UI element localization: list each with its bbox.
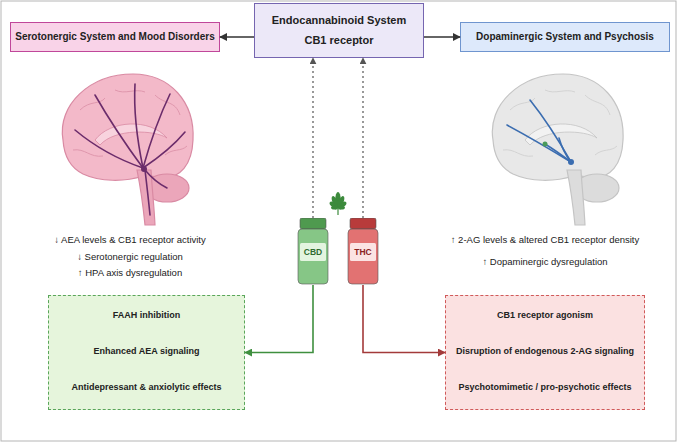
raphe-nucleus <box>141 166 147 172</box>
leaflet <box>336 195 346 209</box>
pathway-line <box>559 138 571 162</box>
mechanism-panel: CB1 receptor agonismDisruption of endoge… <box>445 295 645 410</box>
mechanism-panel: FAAH inhibitionEnhanced AEA signalingAnt… <box>48 295 245 410</box>
system-box: Dopaminergic System and Psychosis <box>460 22 670 52</box>
brainstem <box>567 170 585 225</box>
leaf-stem <box>337 208 338 215</box>
leaflet <box>335 192 341 208</box>
brain-illustration <box>62 74 193 225</box>
connector-arrow <box>312 58 313 218</box>
bottle-label: CBD <box>297 247 329 257</box>
bottle-cap <box>300 218 326 229</box>
cerebellum <box>145 174 189 202</box>
leaflet <box>338 205 345 209</box>
pathway-line <box>143 132 185 168</box>
striatum-dot <box>543 142 548 147</box>
step-text: FAAH inhibition <box>49 310 244 321</box>
pathway-line <box>143 94 170 168</box>
box-subheading: CB1 receptor <box>304 34 373 47</box>
pathway-line <box>95 95 143 168</box>
cannabis-leaf <box>328 192 347 215</box>
annotation: ↑ Dopaminergic dysregulation <box>435 256 655 268</box>
gyri <box>73 90 187 156</box>
box-heading: Dopaminergic System and Psychosis <box>476 31 654 43</box>
step-text: Psychotomimetic / pro-psychotic effects <box>446 382 644 393</box>
pathway-line <box>530 100 571 162</box>
step-text: CB1 receptor agonism <box>446 310 644 321</box>
dopaminergic-pathways <box>507 100 571 162</box>
brain-illustration <box>492 74 623 225</box>
leaflet <box>328 200 339 210</box>
step-text: Antidepressant & anxiolytic effects <box>49 382 244 393</box>
gyri <box>503 90 617 156</box>
pathway-line <box>145 170 167 188</box>
vta-nucleus <box>568 159 574 165</box>
brainstem <box>137 170 155 225</box>
pathway-line <box>135 84 143 168</box>
box-heading: Serotonergic System and Mood Disorders <box>15 31 215 43</box>
connector-arrow <box>363 285 445 353</box>
pathway-line <box>545 144 571 162</box>
pathway-line <box>75 130 143 168</box>
leaflet <box>331 205 338 209</box>
thc-bottle: THC <box>347 218 379 285</box>
serotonergic-pathways <box>75 84 185 215</box>
corpus-callosum <box>525 124 597 145</box>
connector-arrow <box>220 36 254 37</box>
connector-arrow <box>424 36 460 37</box>
system-box: Serotonergic System and Mood Disorders <box>10 22 220 52</box>
cerebellum <box>575 174 619 202</box>
bottle-body <box>298 229 328 284</box>
annotation: ↑ 2-AG levels & altered CB1 receptor den… <box>435 234 655 246</box>
annotation: ↓ AEA levels & CB1 receptor activity <box>20 234 240 246</box>
cerebrum <box>62 74 193 180</box>
annotation: ↑ HPA axis dysregulation <box>20 267 240 279</box>
connector-arrow <box>362 58 363 218</box>
connector-arrow <box>245 285 313 353</box>
annotation: ↓ Serotonergic regulation <box>20 251 240 263</box>
bottle-cap <box>350 218 376 229</box>
step-text: Enhanced AEA signaling <box>49 346 244 357</box>
pathway-line <box>507 125 571 162</box>
pathway-line <box>145 170 150 215</box>
leaflet <box>330 195 340 209</box>
system-box: Endocannabinoid SystemCB1 receptor <box>254 3 424 58</box>
box-heading: Endocannabinoid System <box>272 14 406 27</box>
leaflet <box>337 200 348 210</box>
cerebrum <box>492 74 623 180</box>
corpus-callosum <box>95 124 167 145</box>
bottle-body <box>348 229 378 284</box>
cbd-bottle: CBD <box>297 218 329 285</box>
step-text: Disruption of endogenous 2-AG signaling <box>446 346 644 357</box>
bottle-label: THC <box>347 247 379 257</box>
